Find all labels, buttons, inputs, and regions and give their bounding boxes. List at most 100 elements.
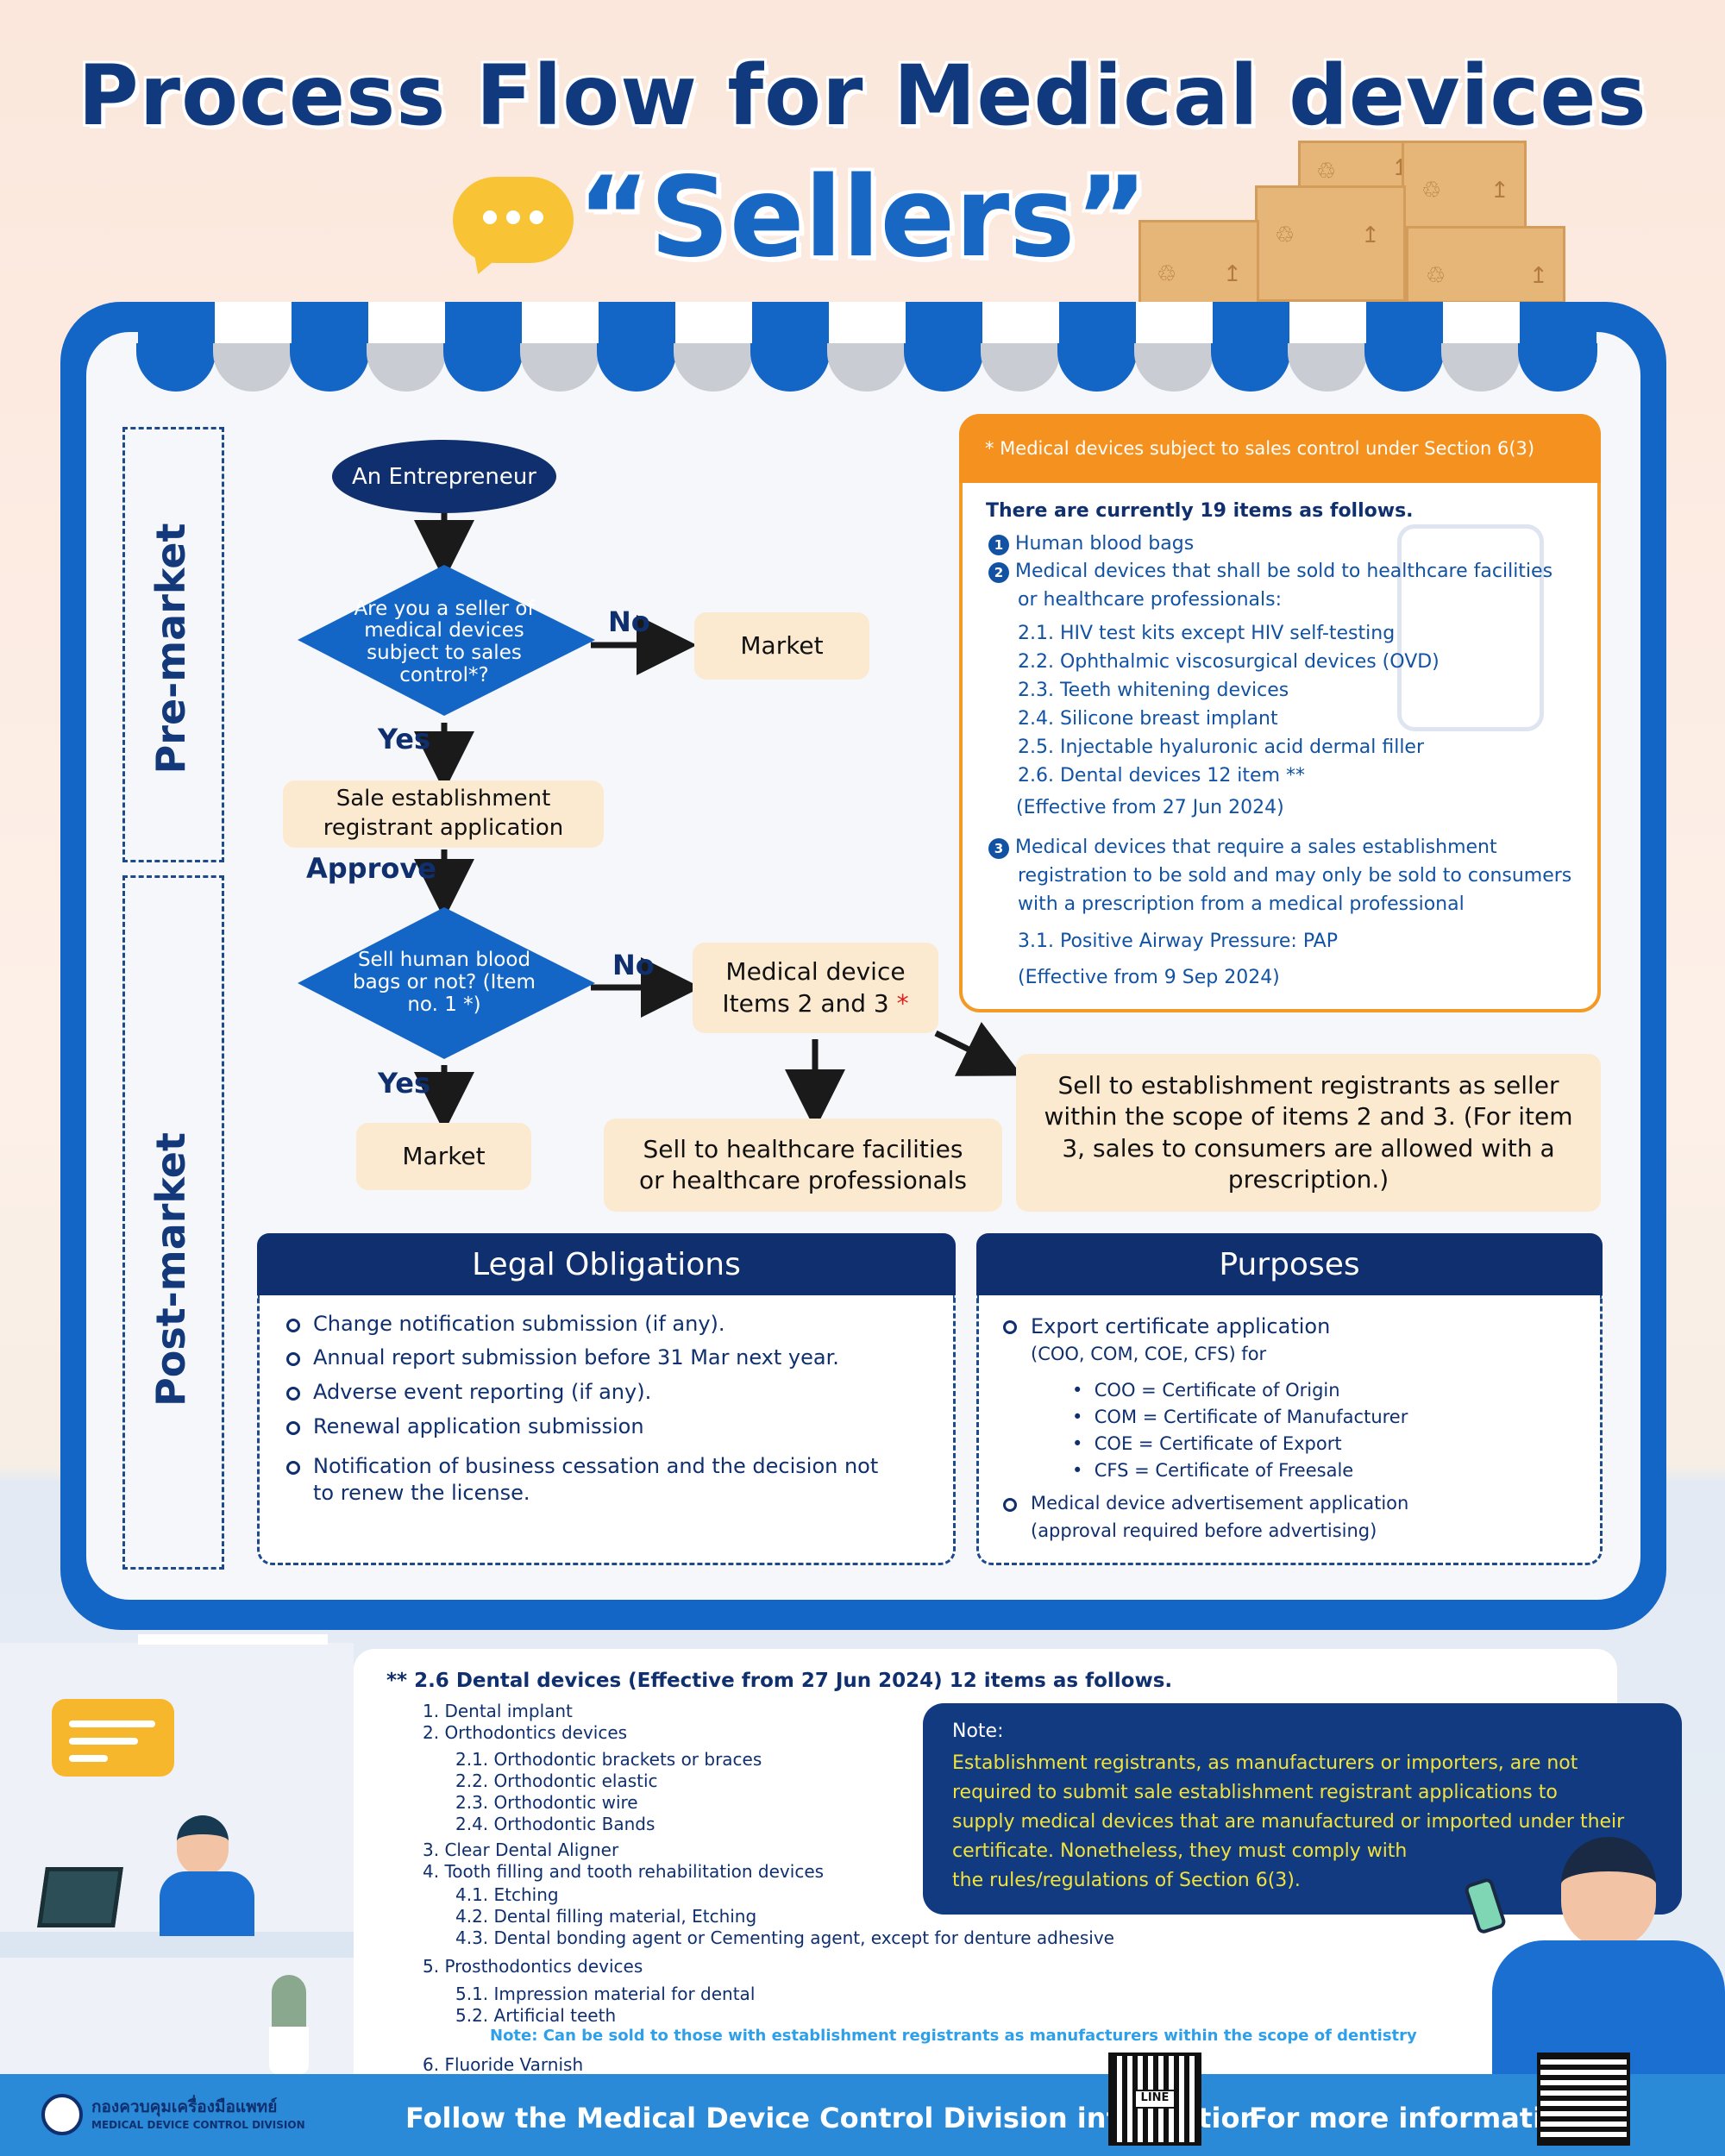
bullet-circle-icon — [1003, 1320, 1017, 1334]
note-line: supply medical devices that are manufact… — [952, 1811, 1625, 1833]
info-effective-3: (Effective from 9 Sep 2024) — [1018, 967, 1280, 988]
purposes-body — [976, 1295, 1603, 1565]
note-box — [923, 1703, 1682, 1915]
chat-dot — [506, 210, 520, 224]
info-item-3-line3: with a prescription from a medical profe… — [1018, 893, 1465, 915]
plant-pot — [269, 2027, 309, 2074]
cert-item: • COE = Certificate of Export — [1072, 1433, 1342, 1454]
bullet-circle-icon — [286, 1319, 300, 1332]
obligation-item: Adverse event reporting (if any). — [313, 1380, 652, 1404]
title-line-1: Process Flow for Medical devices — [78, 47, 1647, 144]
note-line: required to submit sale establishment re… — [952, 1782, 1558, 1804]
seller-person-illustration — [177, 1815, 229, 1876]
cardboard-box-illustration: ♲↥ — [1406, 226, 1565, 304]
legal-obligations-header: Legal Obligations — [257, 1233, 956, 1295]
q1-yes-label: Yes — [378, 723, 430, 755]
message-line — [69, 1738, 138, 1745]
items-23-line2: Items 2 and 3 * — [722, 988, 909, 1018]
note-line: the rules/regulations of Section 6(3). — [952, 1870, 1301, 1892]
application-node: Sale establishment registrant applicatio… — [283, 780, 604, 848]
cert-item: • COO = Certificate of Origin — [1072, 1380, 1340, 1401]
dental-line: 3. Clear Dental Aligner — [423, 1839, 619, 1860]
dental-line: 2.3. Orthodontic wire — [455, 1792, 638, 1813]
note-line: Establishment registrants, as manufactur… — [952, 1752, 1578, 1774]
division-logo-icon — [41, 2094, 83, 2135]
bullet-circle-icon — [286, 1461, 300, 1475]
post-market-frame — [122, 875, 224, 1570]
title-line-2: “Sellers” — [577, 154, 1148, 282]
info-item-1: 1 Human blood bags — [988, 530, 1194, 558]
dental-line: 4.3. Dental bonding agent or Cementing a… — [455, 1927, 1114, 1948]
dental-line: 2. Orthodontics devices — [423, 1722, 628, 1743]
info-effective-2: (Effective from 27 Jun 2024) — [1016, 797, 1284, 818]
info-sub-2-3: 2.3. Teeth whitening devices — [1018, 680, 1289, 701]
decision-diamond-1 — [298, 565, 595, 716]
seller-shirt — [160, 1871, 254, 1936]
dental-line: 1. Dental implant — [423, 1701, 573, 1721]
number-badge-3: 3 — [988, 838, 1009, 859]
sales-control-header: * Medical devices subject to sales contr… — [959, 414, 1601, 483]
dental-line: 5. Prosthodontics devices — [423, 1956, 643, 1977]
clipboard-icon — [1397, 524, 1544, 731]
message-line — [69, 1755, 108, 1762]
question-seller-text: Are you a seller of medical devices subj… — [354, 597, 535, 686]
info-item-2-cont: or healthcare professionals: — [1018, 589, 1282, 611]
info-sub-2-4: 2.4. Silicone breast implant — [1018, 708, 1278, 730]
sell-establishment-node: Sell to establishment registrants as sel… — [1016, 1054, 1601, 1212]
number-badge-2: 2 — [988, 562, 1009, 583]
obligation-item: Notification of business cessation and t… — [313, 1454, 879, 1478]
info-sub-2-5: 2.5. Injectable hyaluronic acid dermal f… — [1018, 736, 1425, 758]
woman-with-phone-illustration — [1561, 1837, 1656, 1949]
obligation-item: Renewal application submission — [313, 1414, 644, 1438]
dental-line: 5.2. Artificial teeth — [455, 2005, 617, 2026]
info-sub-2-2: 2.2. Ophthalmic viscosurgical devices (O… — [1018, 651, 1440, 673]
sell-healthcare-node: Sell to healthcare facilities or healthc… — [604, 1119, 1002, 1212]
dental-line: 5.1. Impression material for dental — [455, 1984, 756, 2004]
bullet-circle-icon — [286, 1387, 300, 1401]
asterisk-mark: * — [896, 988, 909, 1018]
q2-yes-label: Yes — [378, 1067, 430, 1100]
dental-line: 6. Fluoride Varnish — [423, 2054, 584, 2075]
chat-dot — [483, 210, 497, 224]
info-sub-3-1: 3.1. Positive Airway Pressure: PAP — [1018, 931, 1338, 952]
obligation-item: Change notification submission (if any). — [313, 1312, 725, 1336]
more-info-text: For more information — [1249, 2102, 1581, 2134]
pre-market-frame — [122, 427, 224, 862]
obligation-item-cont: to renew the license. — [313, 1481, 530, 1505]
note-text: Establishment registrants, as manufactur… — [952, 1749, 1624, 1896]
q2-no-label: No — [612, 949, 655, 981]
info-item-3: 3 Medical devices that require a sales e… — [988, 833, 1497, 862]
dental-line: 2.4. Orthodontic Bands — [455, 1814, 656, 1834]
bullet-circle-icon — [1003, 1498, 1017, 1512]
export-certificate-sub: (COO, COM, COE, CFS) for — [1031, 1344, 1267, 1364]
export-certificate-title: Export certificate application — [1031, 1314, 1331, 1338]
purposes-header: Purposes — [976, 1233, 1603, 1295]
info-item-2: 2 Medical devices that shall be sold to … — [988, 557, 1552, 586]
start-node: An Entrepreneur — [332, 440, 556, 513]
message-line — [69, 1720, 155, 1727]
cert-item: • COM = Certificate of Manufacturer — [1072, 1407, 1408, 1427]
dental-line: 2.1. Orthodontic brackets or braces — [455, 1749, 762, 1770]
chat-dot — [530, 210, 543, 224]
info-qr-code[interactable] — [1537, 2053, 1630, 2146]
decision-diamond-2 — [298, 907, 595, 1059]
shelf-light — [138, 1634, 328, 1645]
footer-bar — [0, 2074, 1725, 2156]
q1-no-label: No — [608, 605, 650, 638]
bullet-circle-icon — [286, 1352, 300, 1366]
info-item-3-line2: registration to be sold and may only be … — [1018, 865, 1572, 887]
info-sub-2-1: 2.1. HIV test kits except HIV self-testi… — [1018, 623, 1396, 644]
line-label: LINE — [1134, 2090, 1176, 2109]
cert-item: • CFS = Certificate of Freesale — [1072, 1460, 1354, 1481]
question-blood-bags-text: Sell human blood bags or not? (Item no. … — [353, 949, 536, 1016]
dental-heading: ** 2.6 Dental devices (Effective from 27… — [386, 1670, 1173, 1692]
items-23-node: Medical device Items 2 and 3 * — [693, 943, 938, 1033]
info-intro: There are currently 19 items as follows. — [986, 500, 1414, 522]
bullet-circle-icon — [286, 1421, 300, 1435]
obligation-item: Annual report submission before 31 Mar n… — [313, 1345, 839, 1369]
org-name-en: MEDICAL DEVICE CONTROL DIVISION — [91, 2119, 305, 2131]
info-sub-2-6: 2.6. Dental devices 12 item ** — [1018, 765, 1306, 787]
advert-sub: (approval required before advertising) — [1031, 1520, 1377, 1541]
computer-monitor-icon — [37, 1867, 123, 1927]
